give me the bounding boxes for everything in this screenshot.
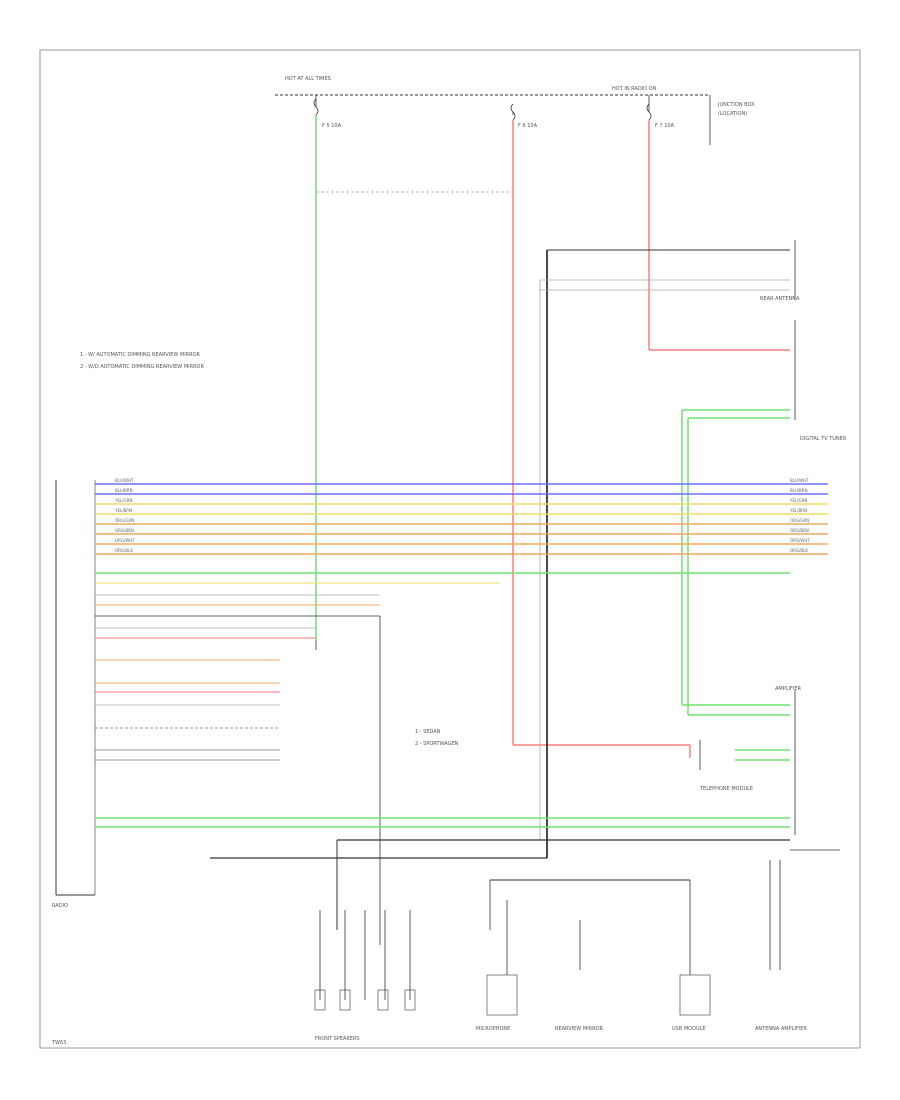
bus-wire-label-left: YEL/GRN <box>114 498 132 503</box>
notes: 1 - SEDAN 2 - SPORTWAGEN <box>415 729 458 747</box>
rear-antenna-label: REAR ANTENNA <box>760 296 800 302</box>
bus-wire-label-right: ORG/WHT <box>790 538 810 543</box>
note-2: 2 - SPORTWAGEN <box>415 741 458 747</box>
bus-wire-label-right: BLU/BRN <box>790 488 808 493</box>
amplifier-green-wires <box>95 817 840 930</box>
rear-antenna-block: REAR ANTENNA <box>760 240 800 302</box>
bus-wire-label-left: BLU/WHT <box>115 478 134 483</box>
microphone-label: MICROPHONE <box>476 1026 510 1032</box>
bus-wire-label-right: YEL/GRN <box>789 498 807 503</box>
legend-line-2: 2 - W/O AUTOMATIC DIMMING REARVIEW MIRRO… <box>80 364 204 370</box>
bus-wire-label-left: BLU/BRN <box>115 488 133 493</box>
diagram-id: TW63 <box>51 1040 66 1046</box>
bus-wire-label-left: ORG/WHT <box>115 538 135 543</box>
mirror-label: REARVIEW MIRROR <box>555 1026 604 1032</box>
telephone-module-label: TELEPHONE MODULE <box>699 786 753 792</box>
bus-wire-label-left: ORG/BLK <box>115 548 133 553</box>
bus-wire-group: BLU/WHT BLU/WHT BLU/BRN BLU/BRN YEL/GRN YEL/G… <box>95 478 828 555</box>
green-feed-wire <box>315 115 513 650</box>
green-pair-tuner <box>681 409 790 716</box>
antenna-amp-label: ANTENNA AMPLIFIER <box>755 1026 807 1032</box>
amplifier-block: AMPLIFIER <box>775 686 802 835</box>
junction-location: (LOCATION) <box>718 111 747 117</box>
usb-module-label: USB MODULE <box>672 1026 706 1032</box>
legend-line-1: 1 - W/ AUTOMATIC DIMMING REARVIEW MIRROR <box>80 352 201 358</box>
speaker-block: FRONT SPEAKERS <box>314 910 416 1042</box>
note-1: 1 - SEDAN <box>415 729 441 735</box>
telephone-wires: TELEPHONE MODULE <box>699 740 790 792</box>
bottom-components: MICROPHONE REARVIEW MIRROR USB MODULE AN… <box>476 860 807 1032</box>
fuse-3-label: F 7 10A <box>655 123 675 129</box>
diagram-border <box>39 49 861 1049</box>
radio-label: RADIO <box>52 903 68 909</box>
legend: 1 - W/ AUTOMATIC DIMMING REARVIEW MIRROR… <box>80 352 204 370</box>
fuse-caption-right: HOT IN RADIO ON <box>612 86 657 92</box>
bus-wire-label-right: YEL/BRN <box>789 508 807 513</box>
bus-wire-label-right: BLU/WHT <box>790 478 809 483</box>
bus-wire-label-left: ORG/GRN <box>115 518 134 523</box>
amplifier-label: AMPLIFIER <box>775 686 802 692</box>
digital-tuner-label: DIGITAL TV TUNER <box>800 436 847 442</box>
red-feed-wire-2 <box>648 120 790 351</box>
radio-misc-wires <box>95 572 790 945</box>
fuse-caption-left: HOT AT ALL TIMES <box>285 76 331 82</box>
bus-wire-label-right: ORG/GRN <box>790 518 809 523</box>
bus-wire-label-left: ORG/BRN <box>115 528 134 533</box>
radio-block: RADIO <box>52 480 96 909</box>
front-speakers-label: FRONT SPEAKERS <box>315 1036 360 1042</box>
fuse-box: HOT AT ALL TIMES HOT IN RADIO ON JUNCTIO… <box>275 76 755 145</box>
fuse-2-label: F 6 10A <box>518 123 538 129</box>
fuse-1-label: F 5 10A <box>322 123 342 129</box>
red-feed-wire <box>512 120 691 758</box>
bus-wire-label-left: YEL/BRN <box>114 508 132 513</box>
junction-caption: JUNCTION BOX <box>717 102 755 108</box>
bus-wire-label-right: ORG/BLK <box>790 548 808 553</box>
digital-tuner-block: DIGITAL TV TUNER <box>794 320 847 442</box>
bus-wire-label-right: ORG/BRN <box>790 528 809 533</box>
